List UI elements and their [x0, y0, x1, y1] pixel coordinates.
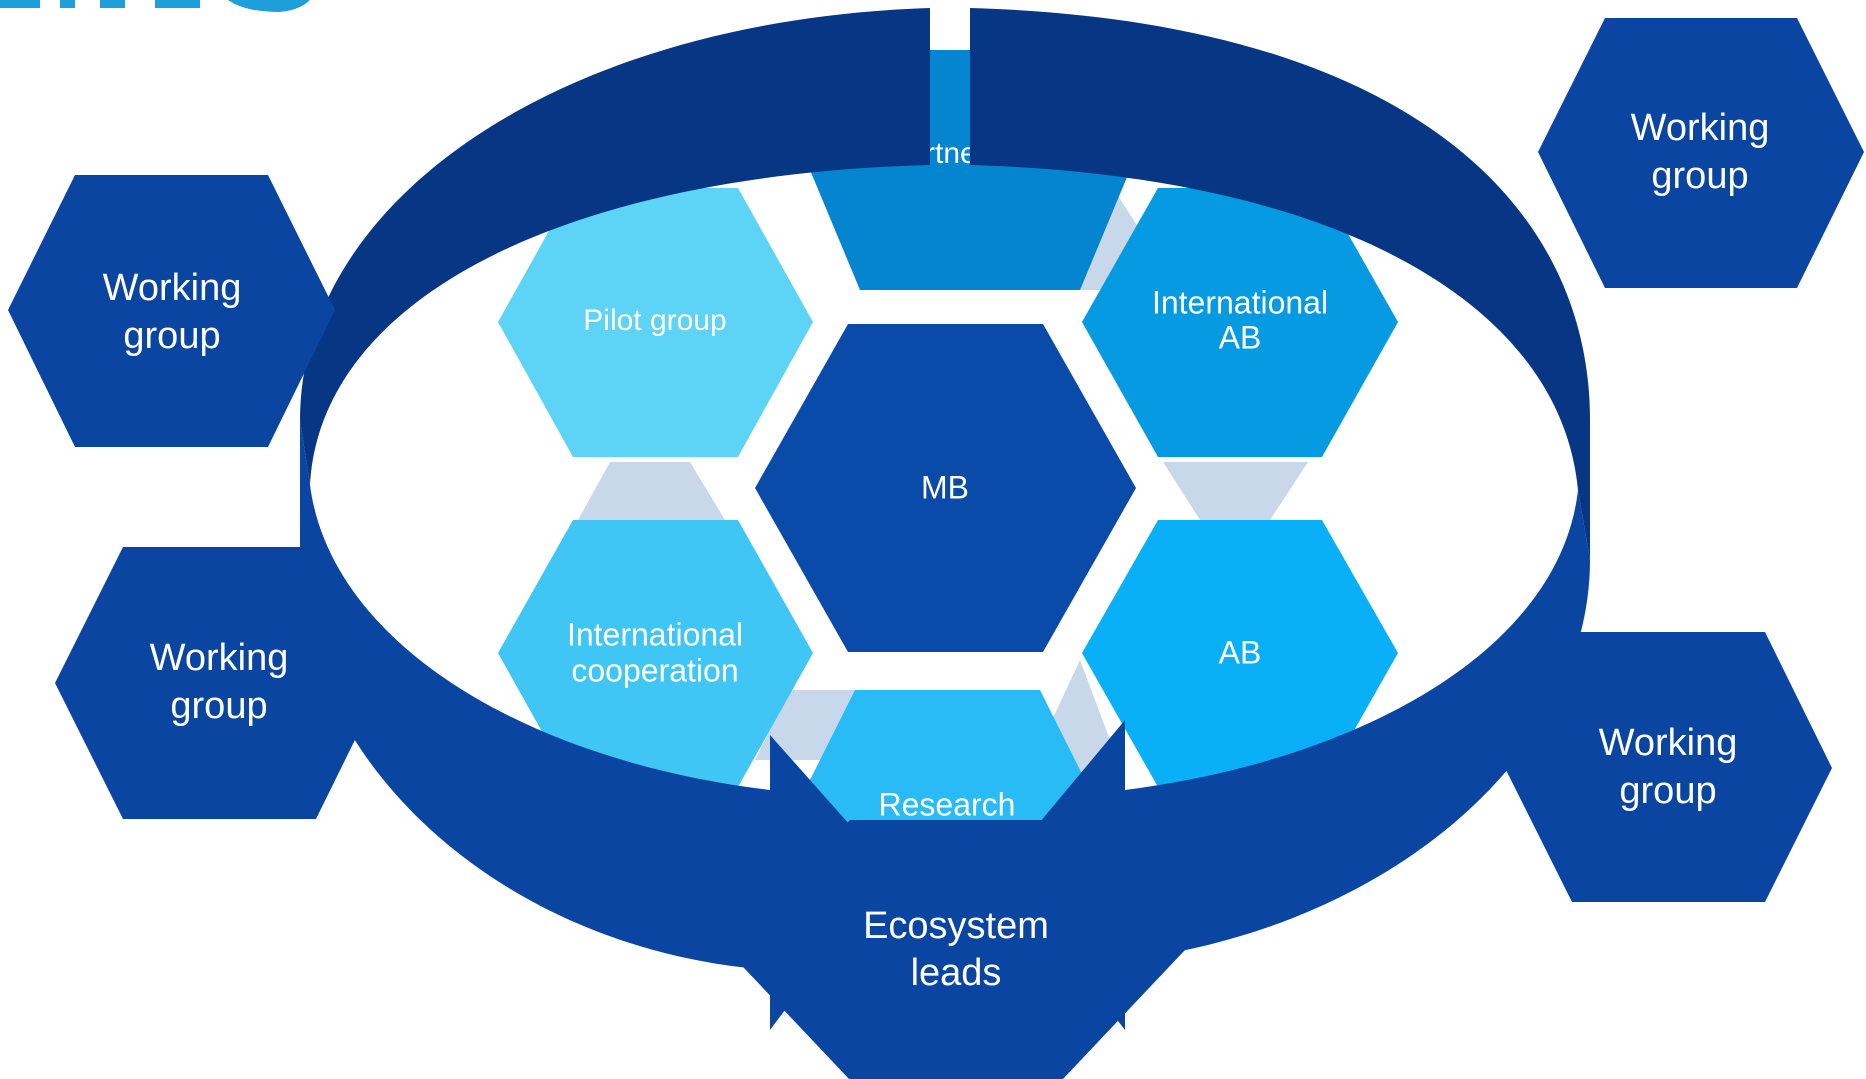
- international-ab-label-line1: International: [1152, 284, 1328, 320]
- working-group-label-line1: Working: [103, 267, 242, 309]
- international-ab-hex: International AB: [1082, 188, 1398, 457]
- pilot-group-label: Pilot group: [583, 304, 726, 337]
- working-group-label-line2: group: [1651, 155, 1748, 197]
- working-group-label-line2: group: [1619, 770, 1716, 812]
- international-cooperation-label-line2: cooperation: [571, 652, 738, 688]
- working-group-hex-top-left: Working group: [8, 175, 335, 447]
- research-cooperation-label-line1: Research: [879, 786, 1016, 822]
- working-group-label-line2: group: [170, 685, 267, 727]
- ring-left-lower-band: [300, 420, 890, 1030]
- ring-left-band: [300, 8, 930, 485]
- ecosystem-leads-label-line1: Ecosystem: [863, 905, 1049, 947]
- connector-pilot-intl-coop: [578, 462, 725, 520]
- working-group-hex-top-right: Working group: [1538, 18, 1864, 288]
- working-group-hex-bottom-right: Working group: [1505, 632, 1832, 902]
- international-cooperation-hex: International cooperation: [498, 520, 813, 787]
- working-group-label-line1: Working: [1631, 107, 1770, 149]
- pilot-group-hex: Pilot group: [498, 188, 813, 457]
- mb-label: MB: [921, 469, 969, 505]
- ring-right-band: [970, 8, 1590, 560]
- ab-label: AB: [1219, 634, 1262, 670]
- working-group-hex-mid-left: Working group: [55, 547, 383, 819]
- working-group-label-line2: group: [123, 315, 220, 357]
- ring-arrows: [300, 8, 1590, 1030]
- international-ab-label-line2: AB: [1219, 319, 1262, 355]
- mb-hex: MB: [755, 324, 1136, 652]
- working-group-label-line1: Working: [1599, 722, 1738, 764]
- working-group-label-line1: Working: [150, 637, 289, 679]
- ab-hex: AB: [1082, 520, 1398, 787]
- ecosystem-leads-shape: Ecosystem leads: [727, 820, 1185, 1079]
- ring-right-lower-band: [1000, 490, 1590, 1030]
- international-cooperation-label-line1: International: [567, 616, 743, 652]
- connector-intl-ab-ab: [1163, 462, 1308, 520]
- logo-fragment: [0, 0, 310, 12]
- ecosystem-leads-label-line2: leads: [911, 952, 1002, 994]
